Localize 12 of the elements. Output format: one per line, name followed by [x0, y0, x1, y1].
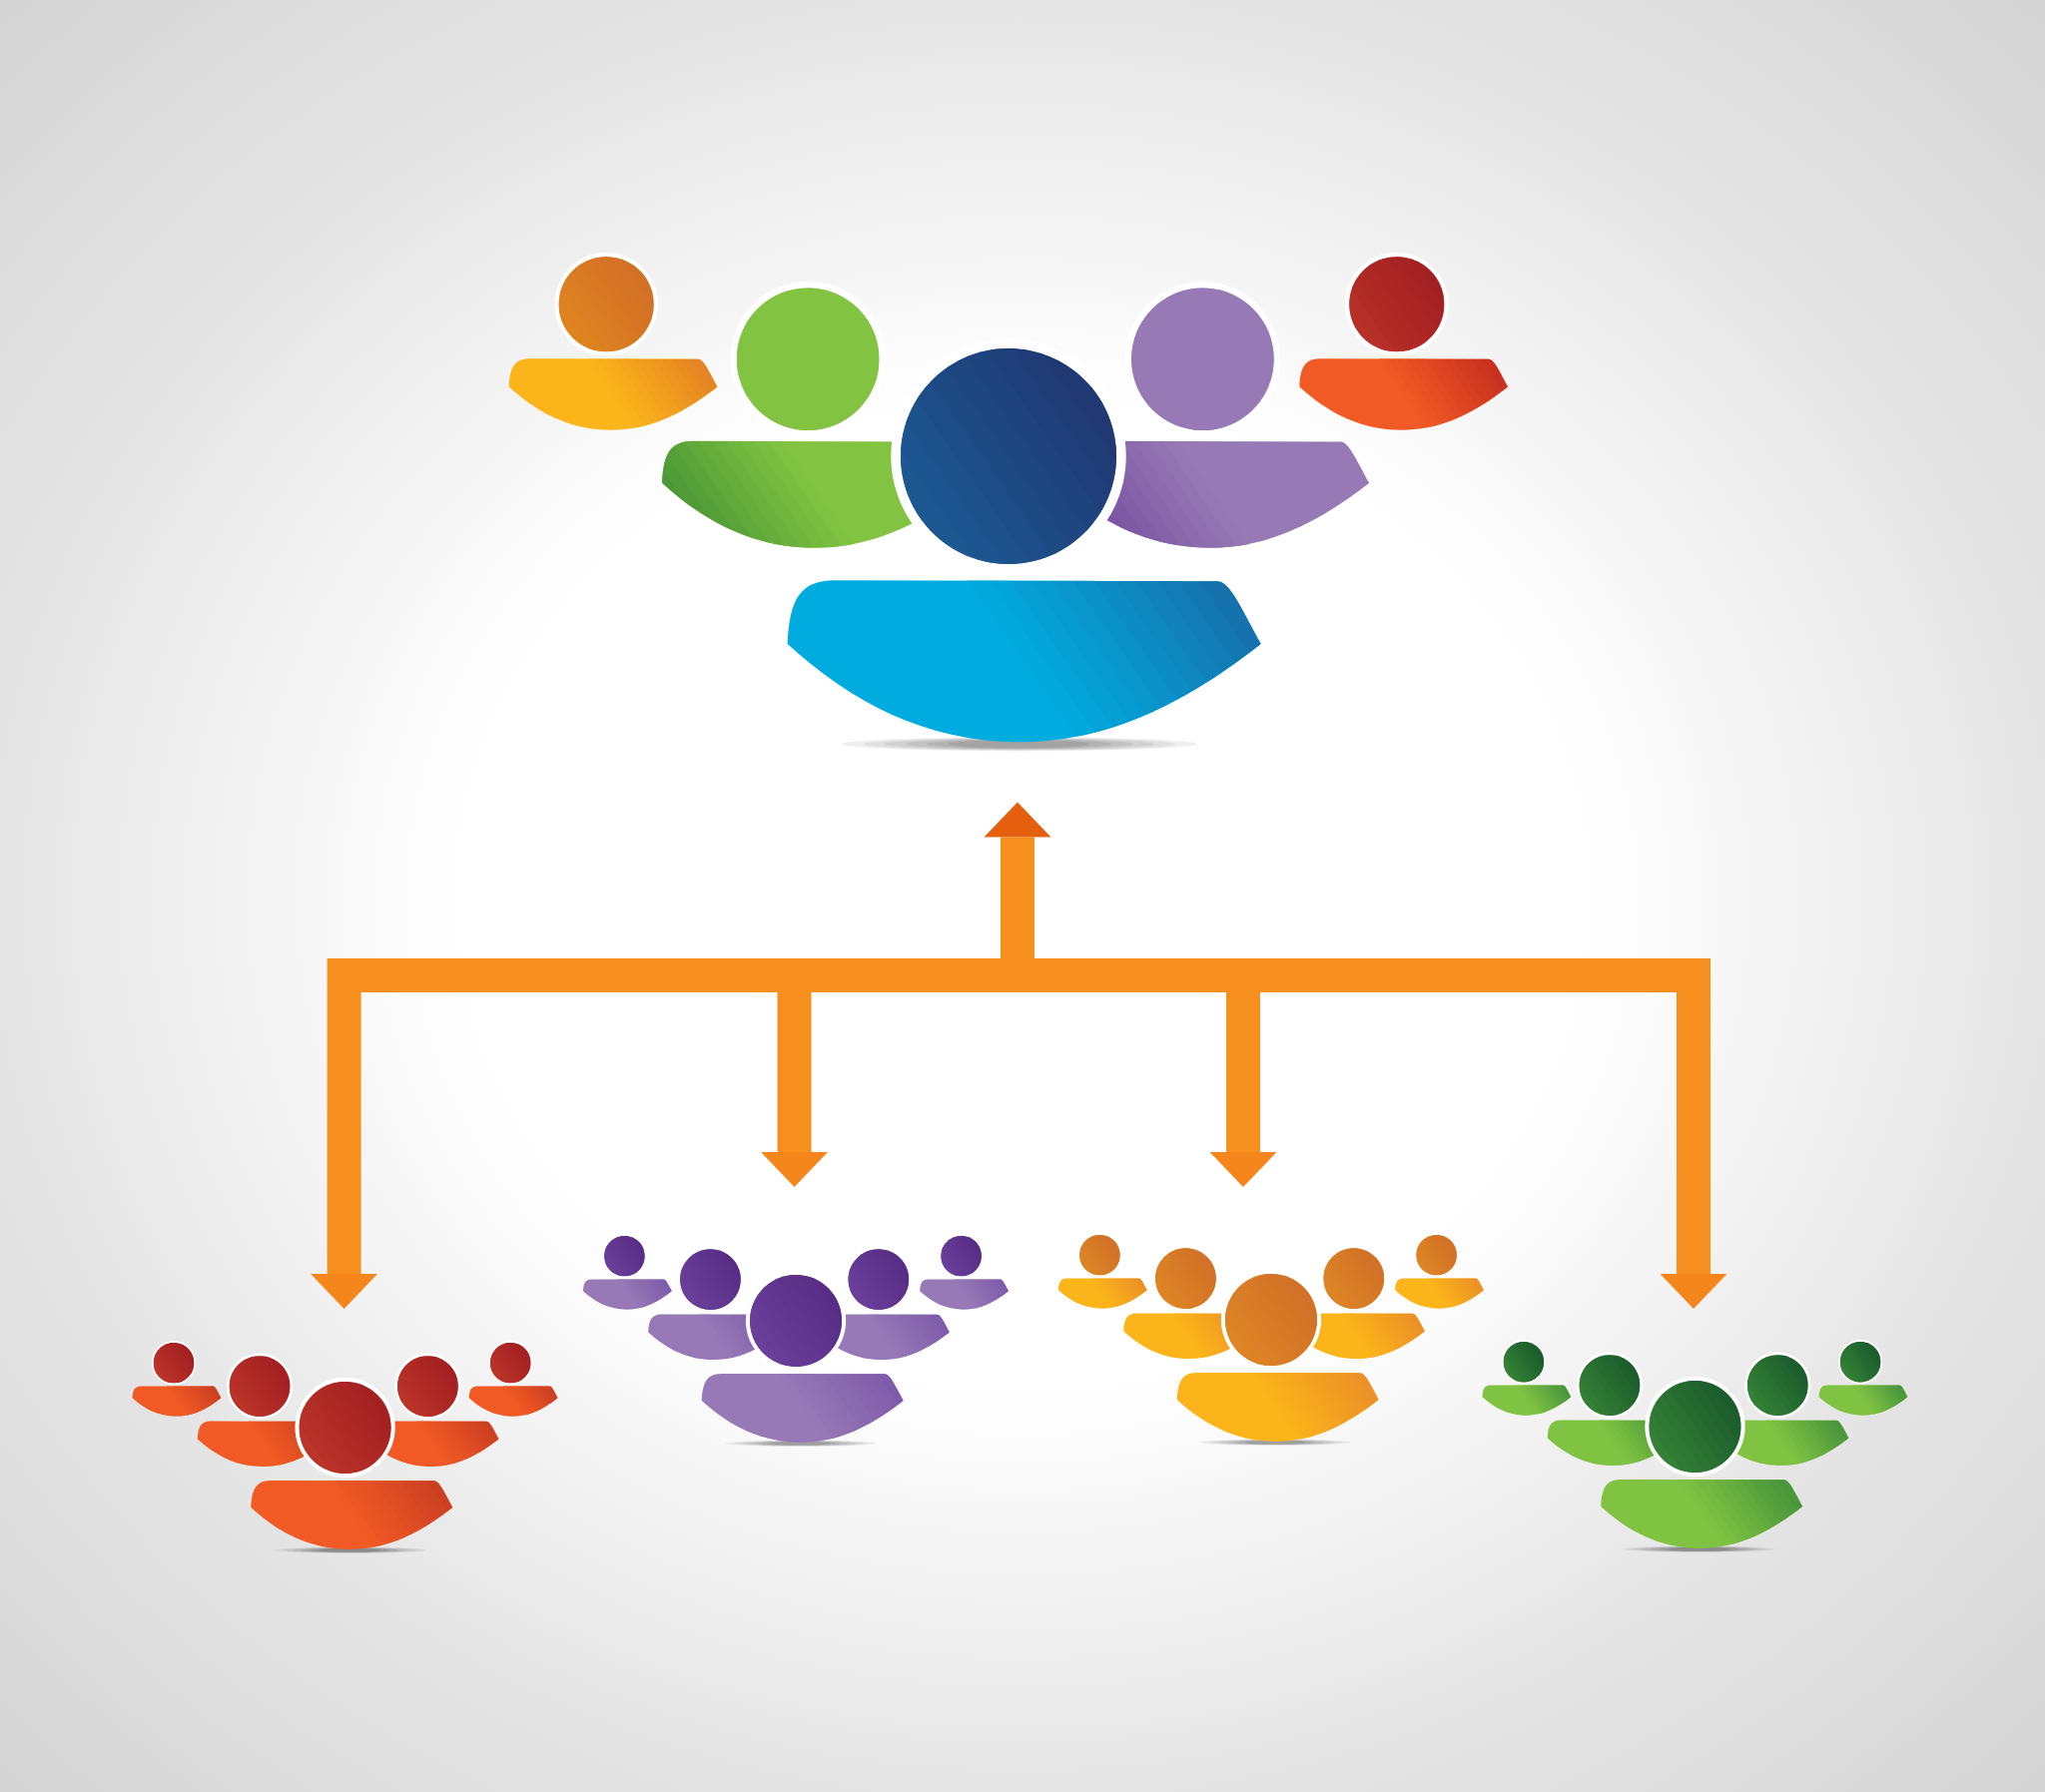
- people-group: [1057, 1233, 1484, 1446]
- people-group: [132, 1341, 558, 1553]
- people-group: [508, 252, 1508, 752]
- arrow: [984, 802, 1051, 992]
- arrow: [761, 958, 828, 1188]
- arrow: [311, 958, 778, 1310]
- people-group: [582, 1234, 1009, 1447]
- arrow: [1259, 958, 1727, 1310]
- people-group: [1482, 1340, 1908, 1552]
- connector-line: [1033, 958, 1227, 992]
- connector-line: [811, 958, 1002, 992]
- arrow: [1209, 958, 1277, 1188]
